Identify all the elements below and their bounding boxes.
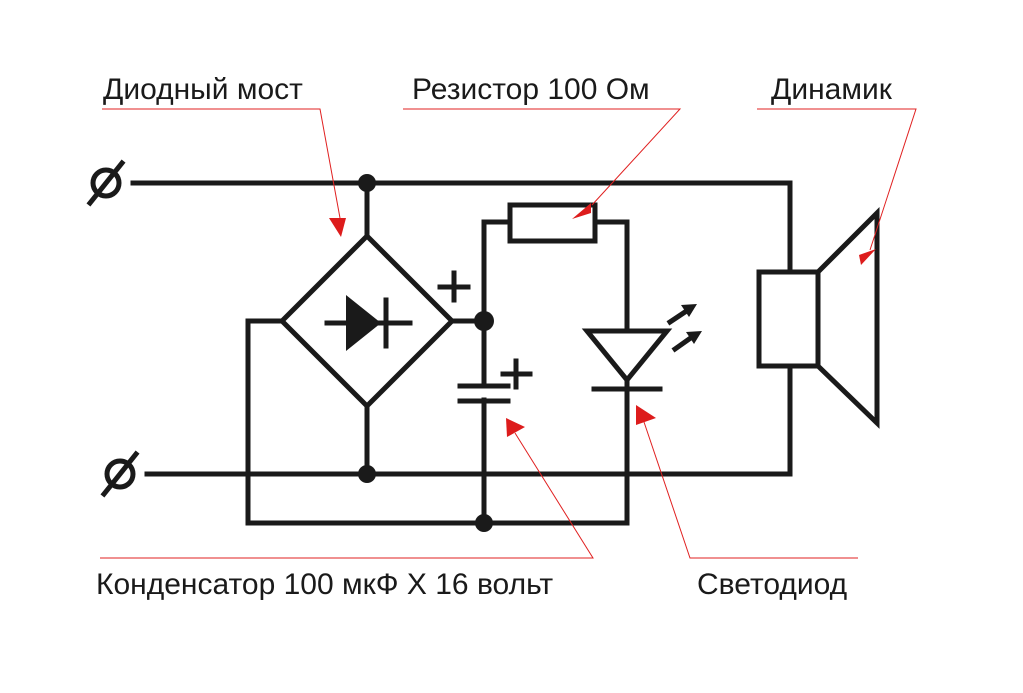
capacitor	[457, 383, 511, 404]
leader-capacitor	[100, 418, 594, 559]
junction-dot	[358, 465, 376, 483]
speaker	[756, 206, 880, 429]
resistor-branch-wire	[481, 219, 513, 324]
bottom-rail-wire	[144, 363, 793, 477]
led	[581, 328, 673, 398]
capacitor-plus-mark	[500, 358, 533, 390]
junction-dot	[474, 311, 494, 331]
leader-resistor	[403, 108, 682, 219]
diode-bridge	[278, 232, 456, 410]
leader-speaker	[757, 108, 917, 265]
input-terminal-bottom	[100, 450, 140, 498]
label-diode-bridge: Диодный мост	[103, 73, 303, 106]
light-emission-arrows-icon	[666, 304, 702, 353]
label-speaker: Динамик	[771, 73, 892, 106]
diode-symbol	[324, 295, 413, 351]
junction-dot	[475, 514, 493, 532]
junction-dot	[358, 174, 376, 192]
leader-diode-bridge	[102, 108, 346, 237]
label-led: Светодиод	[697, 568, 848, 601]
resistor-to-led-wire	[592, 219, 630, 334]
input-terminal-top	[86, 159, 126, 207]
label-resistor: Резистор 100 Ом	[412, 73, 650, 106]
bridge-plus-mark	[437, 270, 471, 303]
label-capacitor: Конденсатор 100 мкФ Х 16 вольт	[96, 568, 554, 601]
bridge-minus-return-wire	[245, 318, 630, 526]
leader-led	[636, 405, 858, 559]
top-rail-wire	[130, 180, 793, 275]
